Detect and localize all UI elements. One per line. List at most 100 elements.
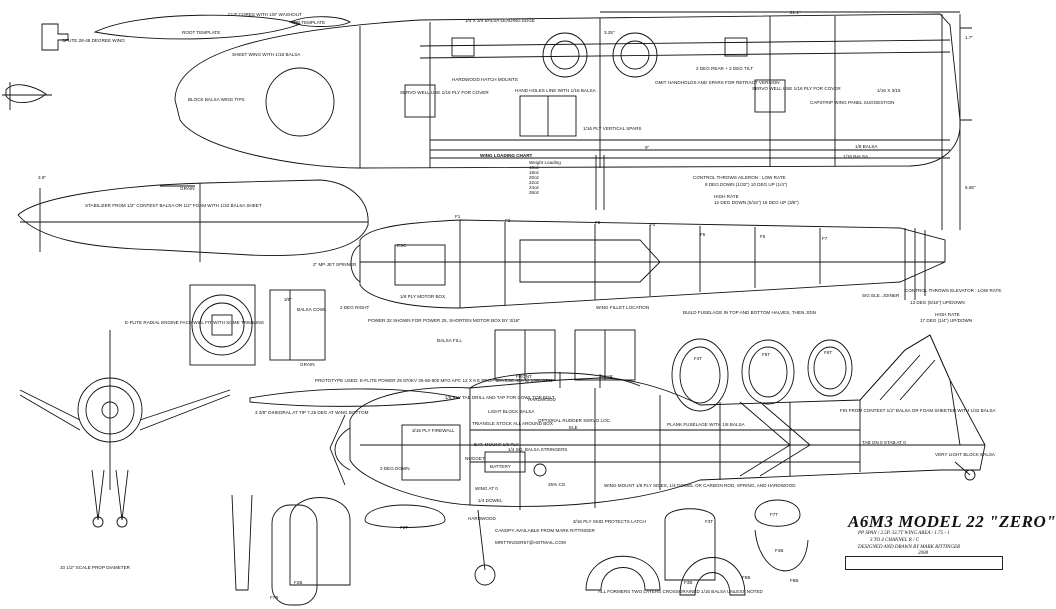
wheel-well-left [542,32,588,78]
wing-loading-row-3: 20oz [529,175,539,180]
stab-grain-2-label: GRAIN [300,362,315,367]
cg-mark [533,463,547,477]
former-f6-label: F6 [760,234,766,239]
wheel-well-right [612,32,658,78]
build-fuse-label: BUILD FUSELAGE IN TOP AND BOTTOM HALVES,… [683,310,816,315]
landing-gear [477,509,486,571]
capstrip-label: CAPSTRIP WING PANEL SUGGESTION [810,100,895,105]
fuselage-side-outline [349,334,986,507]
former-f2b [289,497,351,586]
esc-label: ESC [397,243,407,248]
stab-label: STABILIZER FROM 1/2" CONTEST BALSA OR 1/… [85,203,262,208]
balsa-cowl-box [269,289,326,361]
former-label-4: F3T [705,519,714,524]
sq-stringers-label: 1/4 SQ. BALSA STRINGERS [508,447,568,452]
elevator-low-title: CONTROL THROWS ELEVATOR : LOW RATE [905,288,1002,293]
ele-label: ELE [569,425,578,430]
former-f2-label: F2 [505,218,511,223]
wing-loading-row-4: 22oz [529,180,539,185]
power-note-label: POWER 32 SHOWN FOR POWER 25, SHORTEN MOT… [368,318,520,323]
dim-325: 3.25" [604,30,615,35]
stab-grain-label: GRAIN [180,186,195,191]
former-horseshoe-1 [585,555,661,591]
former-f7-label: F7 [822,236,828,241]
fin-side [859,334,961,446]
dim-9: 9" [645,145,650,150]
firewall-box [401,424,461,481]
wing-loading-row-1: 16oz [529,165,539,170]
plan-subtitle-2: 3 TO 4 CHANNEL R / C [870,538,919,543]
dowel-label: 1/4 DOWEL [478,498,503,503]
former-label-8: F7T [770,512,779,517]
dim-38: 3/8" [284,297,293,302]
block-balsa-tip-label: BLOCK BALSA WING TIPS [188,97,245,102]
former-f4b [754,529,809,572]
spinner-top [350,244,361,283]
wing-fillet-label: WING FILLET LOCATION [596,305,650,310]
tail-wheel [964,469,976,481]
former-label-5: F4T [694,356,703,361]
former-label-7: F6T [824,350,833,355]
cowl-front-box [189,284,256,366]
stabilizer-outline [17,179,369,256]
dim-39: 3.9" [38,175,47,180]
dihedral-strip [249,388,461,407]
plank-label: PLANK FUSELAGE WITH 1/8 BALSA [667,422,745,427]
leading-edge-label: 1/4 X 3/4 BALSA LEADING EDGE [465,18,535,23]
former-label-11: F6B [790,578,799,583]
tab-on-label: TAB ON 0 STAB AT 0 [862,440,906,445]
servo-well-left-label: SERVO WELL USE 1/16 PLY FOR COVER [400,90,489,95]
power-spec-label: PROTOTYPE USED: E-FLITE POWER 25 870KV 3… [315,378,553,383]
former-label-12: F7B [270,595,279,600]
battery-label: BATTERY [490,464,511,469]
spinner-side [334,427,351,471]
hatch-left [451,37,475,57]
balsa-18-label: 1/8 BALSA [855,144,878,149]
section-front-label: FRONT [516,374,532,379]
root-template-label: ROOT TEMPLATE [182,30,221,35]
elevator-high-title: HIGH RATE [935,312,960,317]
dihedral-label: 3 3/8" DIHEDRAL AT TIP 7.25 DEG AT WING … [255,410,369,415]
dim-17: 1.7" [965,35,974,40]
light-block-label: LIGHT BLOCK BALSA [488,409,535,414]
wing-tip-side [5,84,47,103]
former-label-3: F3B [684,580,693,585]
former-label-2: F2T [400,525,409,530]
wing-plan-outline [174,13,961,169]
hardwood-2-label: HARDWOOD [468,516,496,521]
deg-down-label: 2 DEG DOWN [380,466,410,471]
wing-mount-label: WING MOUNT 1/8 PLY SIDES, 1/4 DOWEL OR C… [604,483,796,488]
wing-loading-title: WING LOADING CHART [480,153,533,158]
triangle-stock-label: TRIANGLE STOCK ALL AROUND BOX [472,421,553,426]
prop-diameter-label: 10 1/2" SCALE PROP DIAMETER [60,565,130,570]
cg-label: 25% CG [548,482,566,487]
aileron-low-title: CONTROL THROWS AILERON : LOW RATE [693,175,786,180]
sig-ele-label: SIG ELE. JOINER [862,293,900,298]
cut-cores-label: CUT CORES WITH 1/8" WASHOUT [228,12,302,17]
balsa-fill-label: BALSA FILL [437,338,463,343]
dim-665: 6.65" [965,185,976,190]
former-f6t [741,339,795,405]
former-label-1: F2B [294,580,303,585]
section-rear-label: REAR [600,374,613,379]
wing-loading-row-2: 18oz [529,170,539,175]
skid-label: 3/16 PLY SKID PROTECTS LATCH [573,519,646,524]
former-f5-label: F5 [700,232,706,237]
cockpit-top [519,239,661,283]
omit-handholds-label: OMIT HANDHOLDS AND SPARS FOR RETRACT VER… [655,80,780,85]
bat-mount-label: BAT. MOUNT 1/8 PLY [474,442,519,447]
plan-title: A6M3 MODEL 22 "ZERO" [848,512,1056,531]
deg-right-label: 2 DEG RIGHT [340,305,370,310]
former-f7t [807,339,853,397]
canopy-label: CANOPY AVAILABLE FROM MARK RITTINGER [495,528,595,533]
dihedral-tilt-label: 2 DEG REAR + 3 DEG TILT [696,66,754,71]
battery-box [484,451,526,473]
fuselage-top-outline [359,219,946,309]
ply-tab-label: 1/8 PLY TAB DRILL AND TAP FOR COWL TOP B… [445,395,555,400]
former-f3b [664,508,716,581]
former-f2t [364,504,446,528]
spar-size-label: 1/16 X 3/16 [877,88,901,93]
plan-subtitle-3: DESIGNED AND DRAWN BY MARK RITTINGER [858,545,961,550]
fin-label: FIN FROM CONTEST 1/2" BALSA OR FOAM SHEE… [840,408,996,413]
former-label-9: F4B [775,548,784,553]
